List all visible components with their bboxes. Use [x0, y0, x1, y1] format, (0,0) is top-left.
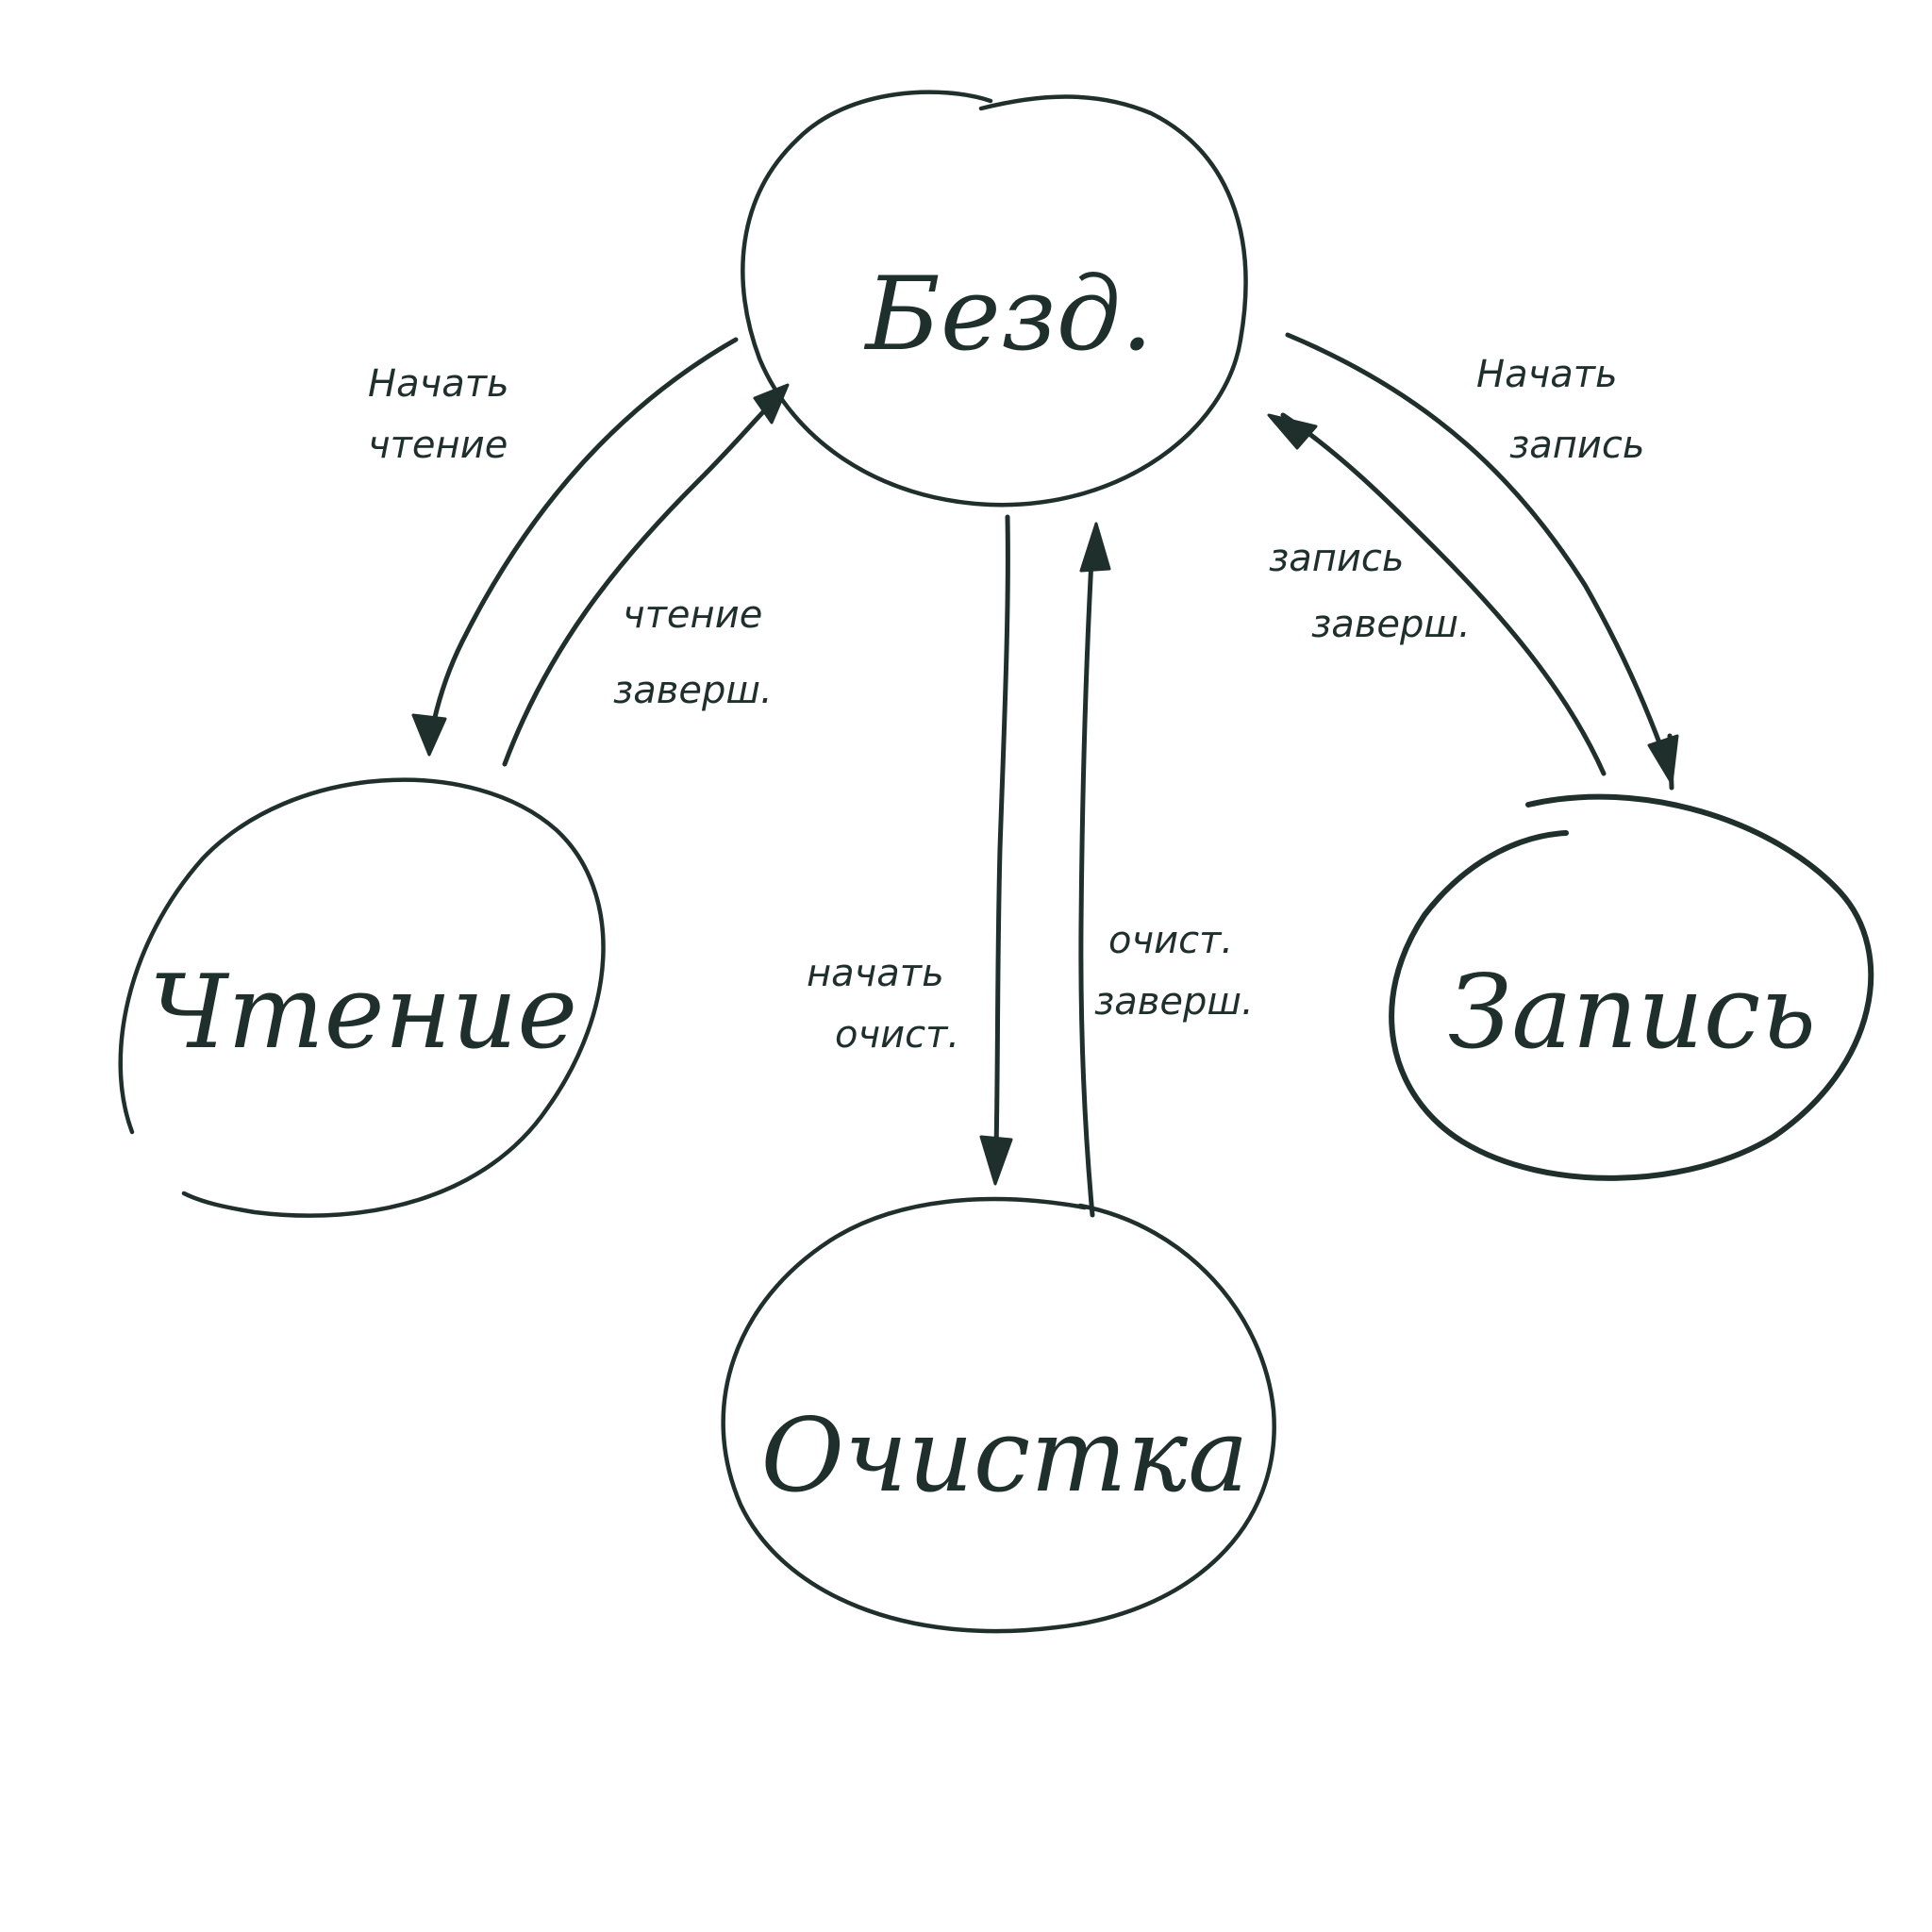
node-cleaning: Очистка — [721, 1196, 1276, 1634]
edge-clean-done-label-2: заверш. — [1094, 980, 1254, 1024]
node-writing-outline — [1389, 793, 1874, 1181]
edge-start-write-line — [1285, 332, 1663, 748]
edge-start-write: Начать запись — [1285, 332, 1679, 791]
edge-clean-done-line — [1078, 540, 1095, 1218]
node-idle-outline — [741, 90, 1248, 508]
edge-read-done-arrowhead — [753, 383, 790, 425]
edge-start-write-label-1: Начать — [1476, 353, 1618, 396]
edge-start-read-label-1: Начать — [368, 362, 509, 406]
node-cleaning-label: Очистка — [760, 1397, 1248, 1515]
edge-start-read-arrowhead — [411, 713, 447, 757]
edge-read-done-line — [502, 393, 781, 767]
edge-read-done: чтение заверш. — [502, 383, 790, 767]
edge-write-done-label-2: заверш. — [1311, 603, 1471, 646]
node-cleaning-outline — [721, 1196, 1276, 1634]
node-reading-label: Чтение — [149, 954, 577, 1072]
edge-write-done-line — [1280, 412, 1607, 776]
edge-write-done-arrowhead — [1267, 413, 1318, 450]
node-writing-label: Запись — [1448, 954, 1816, 1072]
edge-start-write-label-2: запись — [1509, 424, 1645, 467]
edge-clean-done-label-1: очист. — [1108, 919, 1233, 962]
edge-start-clean-line — [993, 514, 1010, 1154]
edge-read-done-label-1: чтение — [623, 593, 762, 637]
node-reading-outline — [118, 777, 606, 1218]
edge-start-write-tail — [1667, 733, 1674, 791]
edge-write-done: запись заверш. — [1267, 412, 1607, 776]
node-reading: Чтение — [118, 777, 606, 1218]
edge-start-clean-label-2: очист. — [835, 1013, 959, 1057]
edge-start-clean: начать очист. — [807, 514, 1013, 1186]
edge-write-done-label-1: запись — [1269, 537, 1405, 580]
edge-start-read-line — [426, 337, 739, 748]
node-writing: Запись — [1389, 793, 1874, 1181]
edge-read-done-label-2: заверш. — [613, 669, 773, 712]
edge-clean-done-arrowhead — [1079, 522, 1111, 573]
edge-start-clean-arrowhead — [979, 1135, 1013, 1186]
node-idle-label: Безд. — [864, 256, 1154, 374]
edge-start-read: Начать чтение — [368, 337, 739, 757]
edge-start-clean-label-1: начать — [807, 952, 944, 995]
edge-clean-done: очист. заверш. — [1078, 522, 1254, 1218]
node-idle: Безд. — [741, 90, 1248, 508]
edge-start-read-label-2: чтение — [368, 424, 508, 467]
